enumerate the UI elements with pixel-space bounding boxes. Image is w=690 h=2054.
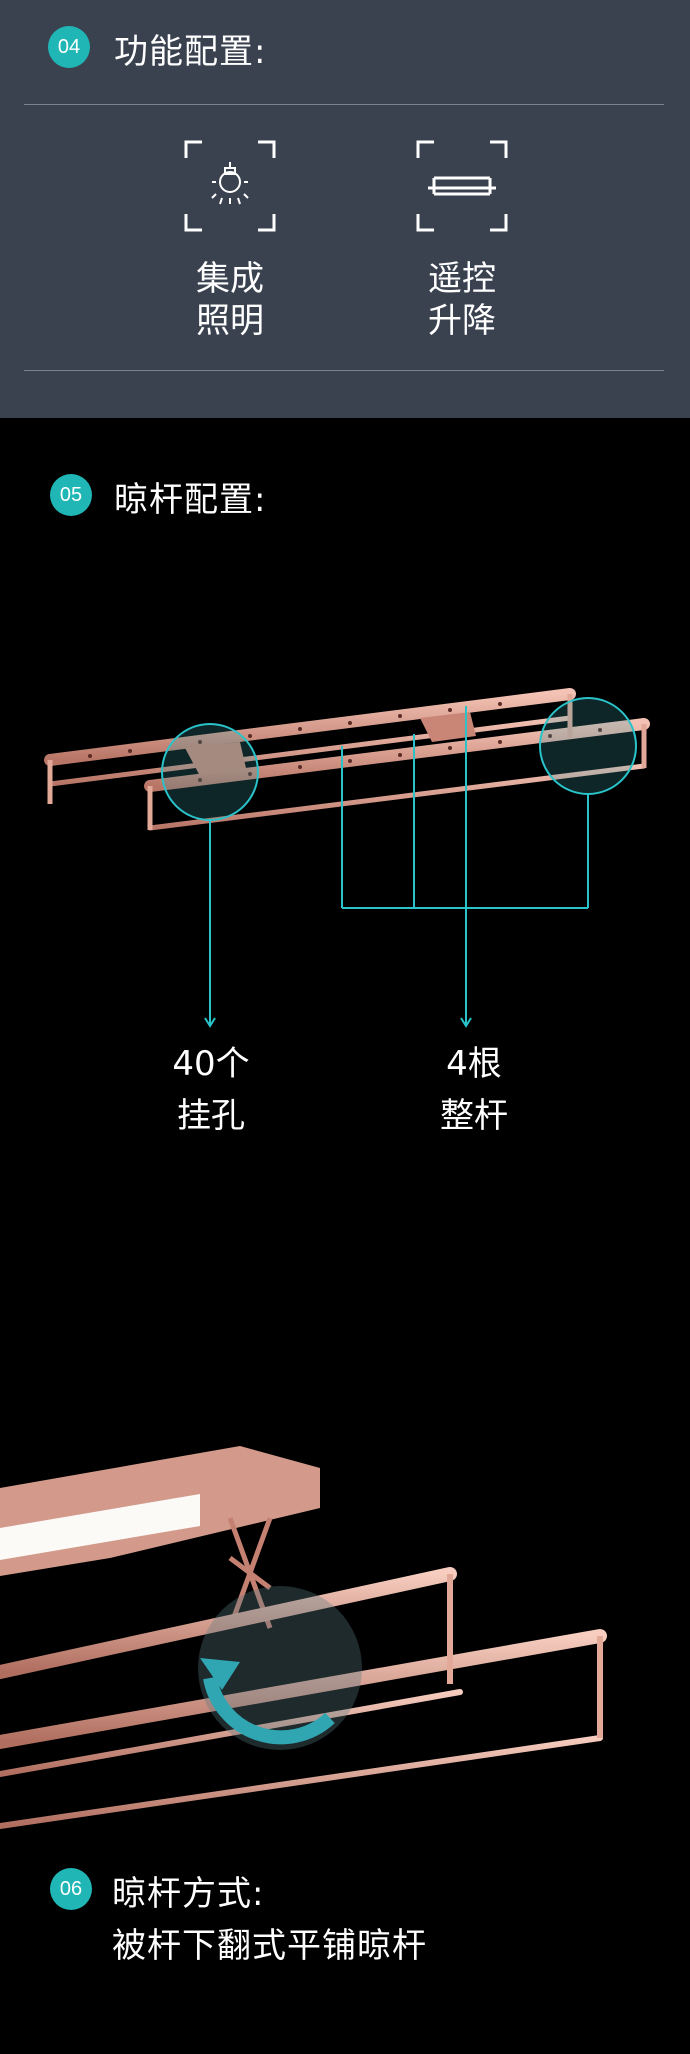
callout-line1: 40个 [172,1044,250,1084]
rack-config-section: 05 晾杆配置: [0,418,690,1378]
divider-bottom [24,370,664,371]
feature-label-line2: 升降 [428,301,496,341]
section-subheading: 被杆下翻式平铺晾杆 [112,1926,427,1966]
feature-label-line1: 集成 [196,259,264,299]
callout-hanging-holes: 40个 挂孔 [131,1038,291,1142]
section-heading: 功能配置: [114,32,267,72]
rack-method-section: 06 晾杆方式: 被杆下翻式平铺晾杆 [0,1378,690,2054]
rack-lift-icon [416,140,508,232]
section-number-badge: 06 [50,1868,92,1910]
callout-line1: 4根 [446,1044,502,1084]
callout-line2: 整杆 [440,1096,508,1136]
feature-label-line2: 照明 [196,301,264,341]
section-heading: 晾杆配置: [114,480,267,520]
feature-label-line1: 遥控 [428,259,496,299]
divider-top [24,104,664,105]
feature-config-section: 04 功能配置: 集成 照明 遥 [0,0,690,418]
callout-line2: 挂孔 [177,1096,245,1136]
section-number-badge: 05 [50,474,92,516]
flip-rack-illustration [0,1446,607,1829]
section-heading: 晾杆方式: [112,1874,265,1914]
callout-whole-rods: 4根 整杆 [394,1038,554,1142]
feature-label-lift: 遥控 升降 [402,258,522,342]
section-number-badge: 04 [48,26,90,68]
feature-label-lighting: 集成 照明 [170,258,290,342]
drying-rack-illustration [44,688,650,1028]
bulb-icon [184,140,276,232]
